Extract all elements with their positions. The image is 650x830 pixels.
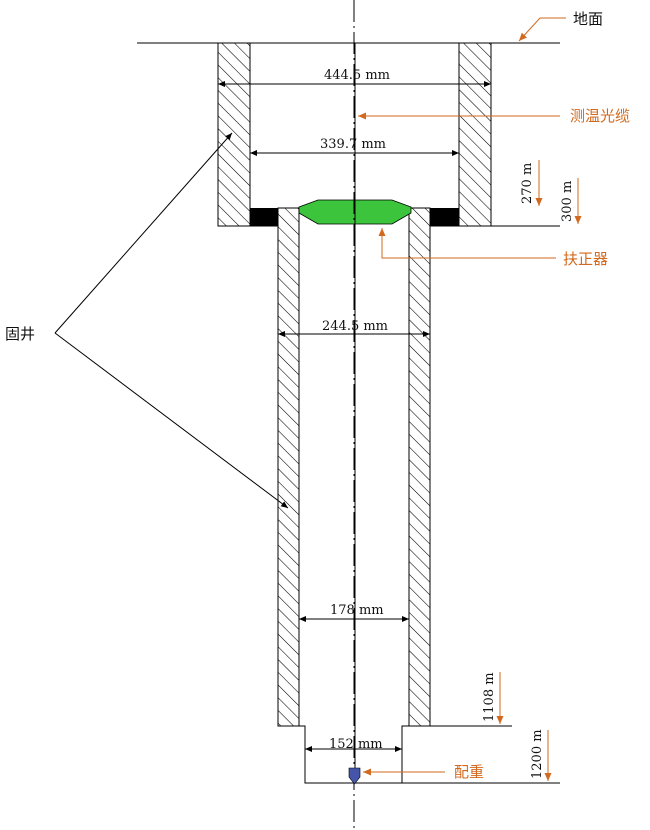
seal-block-right (430, 208, 459, 226)
ground-label: 地面 (573, 10, 603, 28)
dim-label-244: 244.5 mm (322, 319, 388, 334)
weight-label: 配重 (454, 763, 484, 781)
cement-label: 固井 (5, 325, 35, 343)
outer-casing-right-wall (458, 42, 492, 227)
fiber-cable-label: 测温光缆 (570, 107, 630, 125)
ground-leader (518, 17, 566, 42)
cement-leader-lower (54, 332, 289, 509)
inner-casing-right-wall (408, 207, 431, 727)
centralizer-leader (378, 228, 556, 259)
depth-label-300: 300 m (560, 181, 575, 222)
centralizer-label: 扶正器 (563, 250, 608, 268)
inner-casing-left-wall (277, 207, 300, 727)
dim-label-444: 444.5 mm (324, 68, 390, 83)
outer-casing-left-wall (217, 42, 251, 227)
depth-label-1200: 1200 m (530, 729, 545, 779)
depth-label-270: 270 m (520, 163, 535, 204)
cement-leader-upper (54, 132, 233, 334)
dim-label-339: 339.7 mm (320, 137, 386, 152)
dim-label-178: 178 mm (330, 603, 384, 618)
weight-marker (348, 767, 361, 785)
dim-label-152: 152 mm (329, 737, 383, 752)
seal-block-left (250, 208, 278, 226)
depth-label-1108: 1108 m (482, 672, 497, 722)
